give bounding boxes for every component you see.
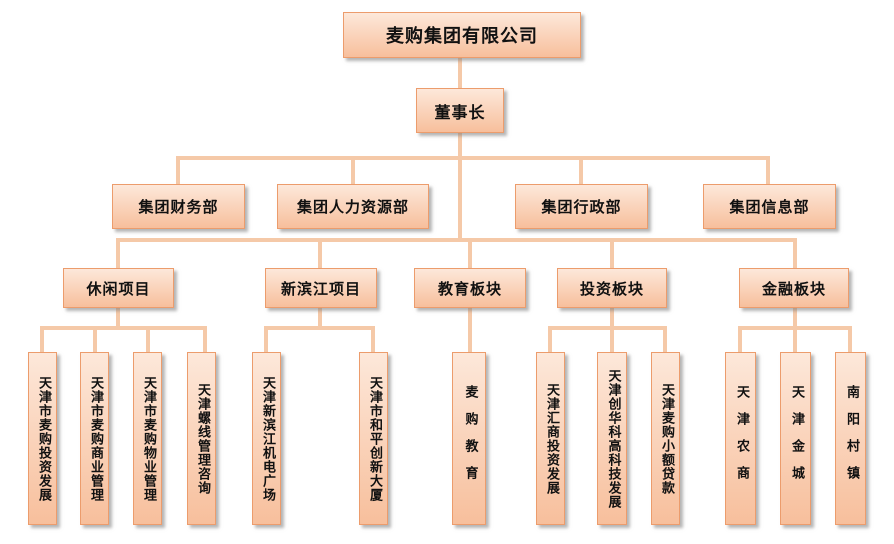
unit-label: 天津新滨江机电广场 bbox=[259, 375, 275, 502]
division-finance-box: 金融板块 bbox=[739, 268, 849, 308]
unit-box: 天津市麦购投资发展 bbox=[28, 352, 57, 525]
company-box: 麦购集团有限公司 bbox=[343, 12, 581, 58]
division-label: 金融板块 bbox=[761, 279, 826, 298]
division-label: 新滨江项目 bbox=[280, 279, 361, 298]
unit-label: 天津市麦购投资发展 bbox=[35, 375, 51, 502]
company-label: 麦购集团有限公司 bbox=[386, 26, 538, 47]
division-label: 教育板块 bbox=[437, 279, 502, 298]
unit-box: 天津汇商投资发展 bbox=[536, 352, 565, 525]
unit-label: 天津市和平创新大厦 bbox=[366, 375, 382, 502]
unit-box: 天津市和平创新大厦 bbox=[359, 352, 388, 525]
division-investment-box: 投资板块 bbox=[557, 268, 667, 308]
unit-box: 麦购教育 bbox=[452, 352, 486, 525]
division-leisure-box: 休闲项目 bbox=[63, 268, 174, 308]
unit-label: 麦购教育 bbox=[462, 384, 478, 493]
unit-box: 天津农商 bbox=[725, 352, 756, 525]
unit-label: 天津农商 bbox=[733, 384, 749, 493]
dept-label: 集团信息部 bbox=[729, 198, 810, 216]
chairman-box: 董事长 bbox=[416, 88, 504, 133]
unit-box: 天津创华科高科技发展 bbox=[597, 352, 627, 525]
unit-label: 天津麦购小额贷款 bbox=[658, 382, 674, 495]
unit-label: 天津市麦购物业管理 bbox=[140, 375, 156, 502]
unit-label: 天津汇商投资发展 bbox=[543, 382, 559, 495]
dept-admin-box: 集团行政部 bbox=[515, 184, 648, 229]
unit-box: 天津螺线管理咨询 bbox=[187, 352, 216, 525]
division-label: 投资板块 bbox=[579, 279, 644, 298]
unit-box: 天津市麦购物业管理 bbox=[133, 352, 162, 525]
unit-box: 天津新滨江机电广场 bbox=[252, 352, 281, 525]
dept-label: 集团行政部 bbox=[541, 198, 622, 216]
unit-box: 南阳村镇 bbox=[835, 352, 866, 525]
chairman-label: 董事长 bbox=[434, 102, 486, 122]
dept-label: 集团人力资源部 bbox=[296, 198, 409, 216]
dept-info-box: 集团信息部 bbox=[703, 184, 836, 229]
dept-finance-box: 集团财务部 bbox=[112, 184, 245, 229]
unit-label: 天津金城 bbox=[788, 384, 804, 493]
unit-box: 天津麦购小额贷款 bbox=[651, 352, 680, 525]
unit-label: 天津螺线管理咨询 bbox=[194, 382, 210, 495]
division-education-box: 教育板块 bbox=[414, 268, 526, 308]
dept-hr-box: 集团人力资源部 bbox=[277, 184, 429, 229]
unit-label: 天津市麦购商业管理 bbox=[87, 375, 103, 502]
unit-box: 天津金城 bbox=[780, 352, 811, 525]
dept-label: 集团财务部 bbox=[138, 198, 219, 216]
division-binjiang-box: 新滨江项目 bbox=[265, 268, 377, 308]
unit-box: 天津市麦购商业管理 bbox=[80, 352, 109, 525]
division-label: 休闲项目 bbox=[86, 279, 151, 298]
unit-label: 南阳村镇 bbox=[843, 384, 859, 493]
unit-label: 天津创华科高科技发展 bbox=[605, 368, 621, 509]
